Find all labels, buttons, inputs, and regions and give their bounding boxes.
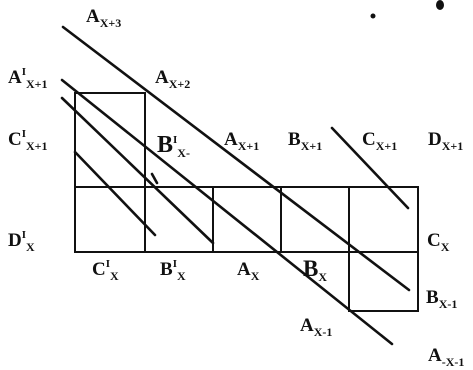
label-a-x-plus-3: AX+3 [86,6,121,30]
label-c-x-plus-1: CX+1 [362,129,397,153]
top-left-cell [74,92,146,188]
diagonal-line-1 [61,25,411,292]
label-c-x: CX [427,230,450,254]
label-b1-x-minus: BIX- [157,132,190,160]
label-a-minus-x-minus-1: A-X-1 [428,345,464,369]
main-row-cell-1 [74,186,146,253]
diagonal-line-4 [73,150,157,237]
label-b-x: BX [303,256,327,284]
diagonal-line-2 [60,78,394,346]
lower-right-cell [348,251,419,312]
label-a-x-plus-2: AX+2 [155,67,190,91]
label-b-x-minus-1: BX-1 [426,287,457,311]
label-d1-x: DIX [8,229,35,254]
label-b-x-plus-1: BX+1 [288,129,322,153]
label-a-x: AX [237,259,260,283]
speck-mark [436,0,444,10]
main-row-cell-5 [348,186,419,253]
label-c1-x: CIX [92,258,119,283]
diagonal-line-3 [60,96,215,245]
speck-dot [370,13,376,19]
label-d-x-plus-1: DX+1 [428,129,463,153]
label-c1-x-plus-1: CIX+1 [8,128,48,153]
diagonal-line-6 [150,172,159,185]
label-b1-x: BIX [160,258,186,283]
main-row-cell-2 [144,186,214,253]
label-a-x-plus-1: AX+1 [224,129,259,153]
label-a1-x-plus-1: AIX+1 [8,66,48,91]
diagonal-line-5 [330,126,410,210]
main-row-cell-3 [212,186,282,253]
label-a-x-minus-1: AX-1 [300,315,332,339]
